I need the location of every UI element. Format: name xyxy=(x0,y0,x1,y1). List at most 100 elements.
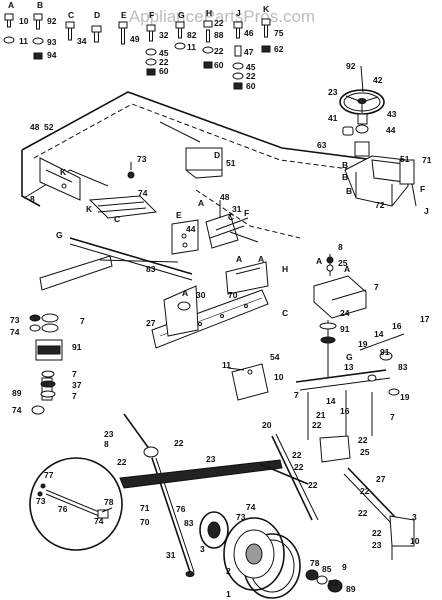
callout-label: 7 xyxy=(374,282,379,292)
hardware-part-number: 34 xyxy=(77,36,87,46)
callout-label: 22 xyxy=(372,528,382,538)
ref-letter: A xyxy=(316,256,322,266)
callout-label: 8 xyxy=(30,194,35,204)
bolt-shank-icon xyxy=(36,19,40,30)
hardware-part-number: 92 xyxy=(47,16,57,26)
callout-label: 14 xyxy=(326,396,336,406)
callout-label: 89 xyxy=(12,388,22,398)
callout-label: 22 xyxy=(117,457,127,467)
callout-label: 13 xyxy=(344,362,354,372)
hardware-group-letter: F xyxy=(149,10,154,20)
bolt-shank-icon xyxy=(121,27,125,45)
callout-label: 23 xyxy=(372,540,382,550)
hardware-part-number: 32 xyxy=(159,30,169,40)
callout-label: 25 xyxy=(338,258,348,268)
hardware-part-number: 94 xyxy=(47,50,57,60)
callout-label: 76 xyxy=(176,504,186,514)
steering-linkage xyxy=(295,254,405,440)
steering-box-9 xyxy=(313,275,367,319)
bracket-61 xyxy=(225,261,269,295)
callout-label: 17 xyxy=(420,314,430,324)
hardware-part-number: 46 xyxy=(244,28,254,38)
callout-label: 72 xyxy=(375,200,385,210)
hardware-part-number: 88 xyxy=(214,30,224,40)
hardware-part-number: 47 xyxy=(244,47,254,57)
bolt-shank-icon xyxy=(7,19,11,28)
pulley-3 xyxy=(199,511,229,549)
bolt-shank-icon xyxy=(68,27,72,41)
washer-icon xyxy=(174,42,186,50)
hardware-part-number: 82 xyxy=(187,30,197,40)
bolt-shank-icon xyxy=(94,31,99,43)
callout-label: 76 xyxy=(58,504,68,514)
steering-column-block xyxy=(354,141,370,157)
ref-letter: K xyxy=(86,204,93,214)
bolt-icon xyxy=(261,18,271,26)
bolt-icon xyxy=(175,21,185,29)
callout-label: 77 xyxy=(44,470,54,480)
steering-wheel-cap xyxy=(357,98,367,104)
callout-label: 11 xyxy=(222,360,231,370)
callout-label: 83 xyxy=(184,518,194,528)
callout-label: 43 xyxy=(387,109,397,119)
bolt-shank-icon xyxy=(236,27,240,39)
callout-label: 2 xyxy=(226,566,231,576)
callout-label: 21 xyxy=(316,410,326,420)
lower-right-link xyxy=(271,433,415,560)
plate-63 xyxy=(88,195,158,219)
callout-label: 83 xyxy=(328,578,338,588)
callout-label: 91 xyxy=(72,342,82,352)
nut-icon xyxy=(146,68,156,76)
upper-brackets xyxy=(39,147,223,219)
callout-label: 91 xyxy=(380,347,390,357)
hardware-legend: A 10 11 B 92 93 94 C 34 D E 49 F 32 xyxy=(3,0,284,91)
callout-label: 89 xyxy=(346,584,356,594)
frame-outline xyxy=(21,91,391,239)
callout-label: 73 xyxy=(137,154,147,164)
callout-label: 7 xyxy=(72,369,77,379)
steering-bracket xyxy=(399,159,415,185)
hardware-group-letter: G xyxy=(178,10,185,20)
nut-icon xyxy=(261,45,271,53)
hardware-part-number: 45 xyxy=(159,48,169,58)
reference-letters: K K D E A C F G C A A H C A A A G B B B … xyxy=(56,150,429,362)
callout-label: 22 xyxy=(292,450,302,460)
callout-label: 71 xyxy=(140,503,150,513)
callout-label: 30 xyxy=(196,290,206,300)
ref-letter: B xyxy=(346,186,352,196)
ref-letter: J xyxy=(424,206,429,216)
callout-label: 51 xyxy=(400,154,410,164)
callout-label: 20 xyxy=(262,420,272,430)
callout-label: 83 xyxy=(146,264,156,274)
hardware-group-letter: B xyxy=(37,0,43,10)
callout-label: 3 xyxy=(200,544,205,554)
steering-cap xyxy=(342,126,354,136)
washer-54 xyxy=(31,405,45,415)
callout-label: 44 xyxy=(386,125,396,135)
ref-letter: B xyxy=(342,172,348,182)
nut-icon xyxy=(203,61,213,69)
callout-label: 22 xyxy=(294,462,304,472)
callout-label: 7 xyxy=(72,391,77,401)
ref-letter: A xyxy=(236,254,242,264)
hardware-part-number: 93 xyxy=(47,37,57,47)
left-spindle-stack xyxy=(29,313,63,415)
front-wheel xyxy=(199,511,343,599)
callout-label: 23 xyxy=(328,87,338,97)
spacer-icon xyxy=(234,45,242,57)
left-frame-bracket xyxy=(39,157,81,201)
callout-label: 25 xyxy=(360,447,370,457)
washer-icon xyxy=(3,36,15,44)
callout-label: 10 xyxy=(410,536,420,546)
ref-letter: F xyxy=(420,184,425,194)
callout-label: 16 xyxy=(392,321,402,331)
callout-label: 37 xyxy=(72,380,82,390)
ref-letter: K xyxy=(60,167,67,177)
callout-label: 70 xyxy=(140,517,150,527)
left-spindle-arm xyxy=(123,413,195,577)
callout-label: 78 xyxy=(104,497,114,507)
callout-label: 63 xyxy=(317,140,327,150)
callout-label: 23 xyxy=(206,454,216,464)
bolt-icon xyxy=(65,21,75,29)
callout-label: 23 xyxy=(104,429,114,439)
